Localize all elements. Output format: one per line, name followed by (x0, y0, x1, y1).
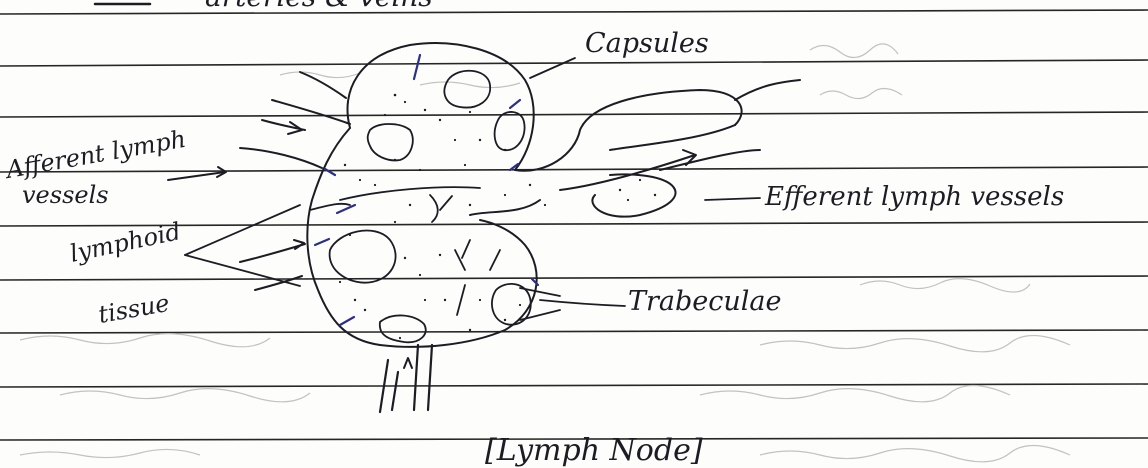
stipple-dots (339, 94, 656, 339)
afferent-vessels (240, 72, 350, 290)
label-capsules: Capsules (585, 28, 709, 59)
label-lymphoid-line2: tissue (96, 289, 171, 329)
follicles (330, 71, 531, 343)
efferent-vessel (660, 80, 800, 170)
label-lymphoid-line1: lymphoid (67, 217, 183, 268)
label-afferent-line2: vessels (22, 181, 109, 209)
caption: [Lymph Node] (485, 433, 703, 468)
label-efferent: Efferent lymph vessels (764, 182, 1064, 212)
label-trabeculae: Trabeculae (628, 286, 782, 317)
trabeculae-lines (310, 187, 500, 315)
top-text-fragment: arteries & veins (205, 0, 433, 13)
label-afferent-line1: Afferent lymph (2, 125, 188, 184)
hilum-vessels (380, 345, 432, 412)
bleed-through-marks (20, 44, 1070, 462)
